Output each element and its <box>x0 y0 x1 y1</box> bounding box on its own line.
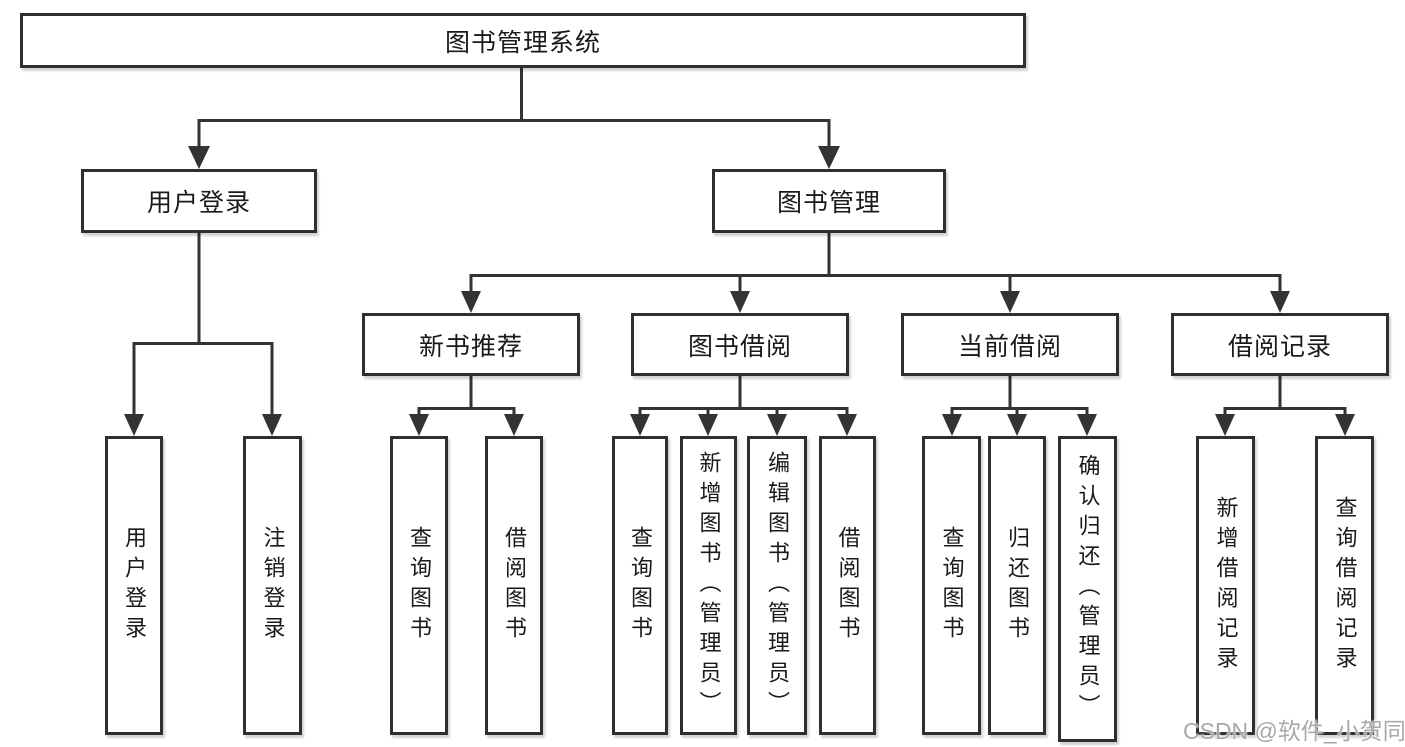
node-leaf-borrow-books-1: 借阅图书 <box>485 436 543 735</box>
node-user-login: 用户登录 <box>81 169 317 233</box>
node-borrowing-records: 借阅记录 <box>1171 313 1389 376</box>
node-leaf-logout: 注销登录 <box>243 436 302 735</box>
node-leaf-add-borrow-record: 新增借阅记录 <box>1196 436 1255 735</box>
node-book-borrowing-label: 图书借阅 <box>687 332 792 361</box>
node-leaf-query-books-2-label: 查询图书 <box>628 525 653 646</box>
node-book-management-label: 图书管理 <box>776 189 881 217</box>
node-leaf-query-borrow-record-label: 查询借阅记录 <box>1332 495 1358 676</box>
node-leaf-return-books-label: 归还图书 <box>1005 525 1030 646</box>
node-leaf-logout-label: 注销登录 <box>260 525 286 646</box>
node-new-book-recommend: 新书推荐 <box>362 313 580 376</box>
node-leaf-add-books-admin-label: 新增图书（管理员） <box>696 450 722 721</box>
node-leaf-query-borrow-record: 查询借阅记录 <box>1315 436 1374 735</box>
node-leaf-edit-books-admin-label: 编辑图书（管理员） <box>765 450 790 721</box>
node-current-borrowing: 当前借阅 <box>901 313 1119 376</box>
node-leaf-query-books-3: 查询图书 <box>922 436 981 735</box>
node-borrowing-records-label: 借阅记录 <box>1227 332 1332 361</box>
node-leaf-query-books-1: 查询图书 <box>390 436 448 735</box>
node-leaf-query-books-3-label: 查询图书 <box>939 525 965 646</box>
node-leaf-user-login-label: 用户登录 <box>122 525 147 646</box>
node-leaf-return-books: 归还图书 <box>988 436 1046 735</box>
node-current-borrowing-label: 当前借阅 <box>957 332 1062 361</box>
node-leaf-borrow-books-1-label: 借阅图书 <box>502 525 527 646</box>
node-leaf-edit-books-admin: 编辑图书（管理员） <box>747 436 807 735</box>
csdn-watermark: CSDN @软件_小贺同学 <box>1183 718 1405 744</box>
node-leaf-confirm-return-admin: 确认归还（管理员） <box>1058 436 1117 742</box>
node-leaf-add-borrow-record-label: 新增借阅记录 <box>1213 495 1239 676</box>
node-book-borrowing: 图书借阅 <box>631 313 849 376</box>
node-new-book-recommend-label: 新书推荐 <box>418 332 523 361</box>
node-user-login-label: 用户登录 <box>146 189 251 217</box>
node-root: 图书管理系统 <box>20 13 1026 68</box>
node-leaf-borrow-books-2-label: 借阅图书 <box>835 525 861 646</box>
node-root-label: 图书管理系统 <box>444 28 601 57</box>
node-leaf-borrow-books-2: 借阅图书 <box>819 436 876 735</box>
node-leaf-query-books-2: 查询图书 <box>612 436 668 735</box>
node-leaf-user-login: 用户登录 <box>105 436 163 735</box>
node-book-management: 图书管理 <box>712 169 946 233</box>
node-leaf-confirm-return-admin-label: 确认归还（管理员） <box>1075 454 1101 724</box>
node-leaf-add-books-admin: 新增图书（管理员） <box>680 436 737 735</box>
node-leaf-query-books-1-label: 查询图书 <box>407 525 432 646</box>
